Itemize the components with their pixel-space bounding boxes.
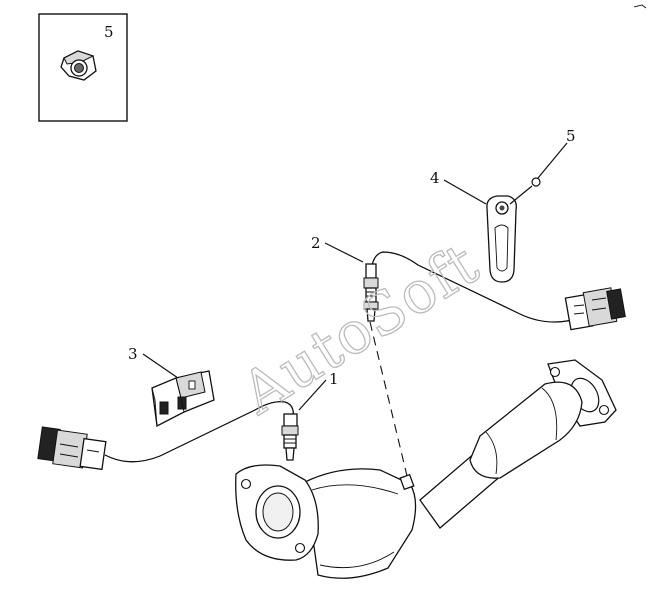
watermark: AutoSoft [229, 229, 491, 428]
callout-2: 2 [311, 234, 321, 252]
bracket-icon [151, 370, 215, 428]
inset-box: 5 [38, 13, 128, 122]
rear-sensor-harness [37, 401, 299, 471]
catalytic-converter-icon [235, 359, 617, 579]
callout-1: 1 [329, 370, 339, 388]
small-nut-icon [531, 177, 541, 187]
callout-4: 4 [430, 169, 440, 187]
callout-3: 3 [128, 345, 138, 363]
clip-icon [486, 195, 517, 283]
oxygen-sensor-icon [281, 413, 299, 461]
connector-icon [37, 426, 107, 471]
connector-icon [564, 287, 626, 331]
alignment-line [369, 321, 409, 481]
corner-mark [633, 4, 647, 9]
leader-lines [142, 142, 568, 411]
oxygen-sensor-icon [363, 263, 379, 322]
hex-nut-icon [60, 50, 97, 81]
front-sensor-harness [363, 251, 626, 331]
callout-5: 5 [566, 127, 576, 145]
inset-callout-5: 5 [104, 23, 114, 41]
